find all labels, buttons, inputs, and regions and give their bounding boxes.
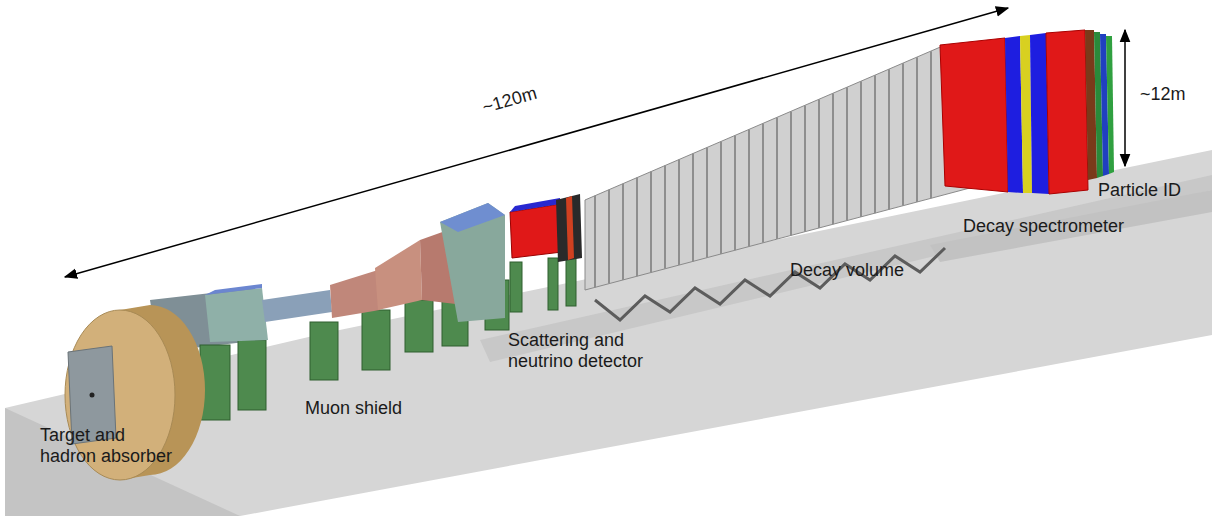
calorimeter (1046, 30, 1088, 194)
part-label: Scattering and neutrino detector (508, 330, 673, 372)
part-label: Muon shield (305, 398, 445, 419)
height-dimension-arrow (1124, 30, 1126, 166)
support-pillar (310, 322, 338, 380)
part-label: Particle ID (1098, 180, 1208, 201)
support-pillar (238, 340, 266, 410)
dimension-label: ~120m (480, 73, 572, 118)
particle-id-layer (1106, 36, 1114, 174)
shield-magnet-top (440, 203, 505, 232)
part-label: Decay spectrometer (963, 216, 1163, 237)
shield-magnet (440, 203, 505, 322)
shield-magnet (330, 270, 380, 318)
floor-step (930, 190, 1212, 262)
neutrino-magnet-top (510, 198, 560, 212)
dimension-label: ~12m (1140, 84, 1210, 105)
support-pillar (510, 262, 522, 312)
spectrometer-magnet (940, 38, 1008, 192)
part-label: Target and hadron absorber (40, 425, 182, 467)
neutrino-emulsion (556, 194, 582, 262)
beam-hole (90, 393, 95, 398)
support-pillar (405, 300, 433, 352)
part-label: Decay volume (790, 260, 940, 281)
tracking-station (1005, 36, 1023, 193)
shield-magnet (205, 288, 268, 342)
support-pillar (362, 310, 390, 370)
support-pillar (566, 256, 576, 306)
length-dimension-arrow (65, 8, 1008, 277)
shield-magnet-top (205, 284, 262, 295)
neutrino-magnet (510, 204, 562, 258)
vessel-ribs (595, 51, 931, 287)
neutrino-layer (566, 196, 574, 260)
shield-magnet (262, 290, 332, 322)
support-pillar (548, 258, 558, 310)
tracking-station (1020, 35, 1032, 193)
decay-vessel (585, 45, 1000, 290)
shield-magnet (375, 240, 422, 310)
